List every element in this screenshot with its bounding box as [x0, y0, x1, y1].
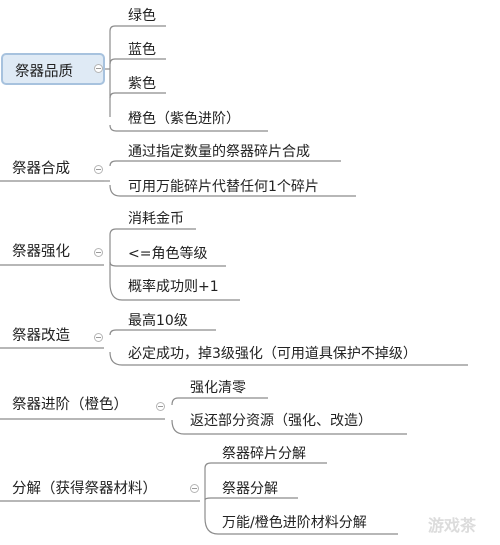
- collapse-toggle-icon[interactable]: [94, 64, 103, 73]
- leaf-node[interactable]: 祭器分解: [222, 481, 278, 497]
- leaf-node[interactable]: 概率成功则+1: [128, 279, 219, 295]
- watermark: 游戏茶: [428, 516, 477, 535]
- branch-node-decompose[interactable]: 分解（获得祭器材料）: [12, 481, 157, 497]
- branch-node-advance[interactable]: 祭器进阶（橙色）: [12, 397, 128, 413]
- leaf-node[interactable]: 返还部分资源（强化、改造）: [190, 413, 372, 429]
- leaf-node[interactable]: 紫色: [128, 76, 156, 92]
- branch-node-quality[interactable]: 祭器品质: [1, 53, 105, 85]
- collapse-toggle-icon[interactable]: [190, 484, 199, 493]
- leaf-node[interactable]: 可用万能碎片代替任何1个碎片: [128, 179, 319, 195]
- collapse-toggle-icon[interactable]: [94, 165, 103, 174]
- branch-label: 祭器品质: [15, 64, 73, 80]
- leaf-node[interactable]: 万能/橙色进阶材料分解: [222, 515, 367, 531]
- branch-node-enhance[interactable]: 祭器强化: [12, 244, 70, 260]
- leaf-node[interactable]: 强化清零: [190, 380, 246, 396]
- leaf-node[interactable]: 绿色: [128, 8, 156, 24]
- leaf-node[interactable]: 最高10级: [128, 313, 188, 329]
- collapse-toggle-icon[interactable]: [156, 402, 165, 411]
- leaf-node[interactable]: <=角色等级: [128, 246, 208, 262]
- collapse-toggle-icon[interactable]: [94, 333, 103, 342]
- collapse-toggle-icon[interactable]: [94, 248, 103, 257]
- leaf-node[interactable]: 必定成功，掉3级强化（可用道具保护不掉级）: [128, 346, 417, 362]
- branch-node-modify[interactable]: 祭器改造: [12, 328, 70, 344]
- leaf-node[interactable]: 通过指定数量的祭器碎片合成: [128, 144, 310, 160]
- leaf-node[interactable]: 消耗金币: [128, 211, 184, 227]
- leaf-node[interactable]: 祭器碎片分解: [222, 446, 306, 462]
- leaf-node[interactable]: 橙色（紫色进阶）: [128, 111, 240, 127]
- branch-node-synthesis[interactable]: 祭器合成: [12, 161, 70, 177]
- leaf-node[interactable]: 蓝色: [128, 42, 156, 58]
